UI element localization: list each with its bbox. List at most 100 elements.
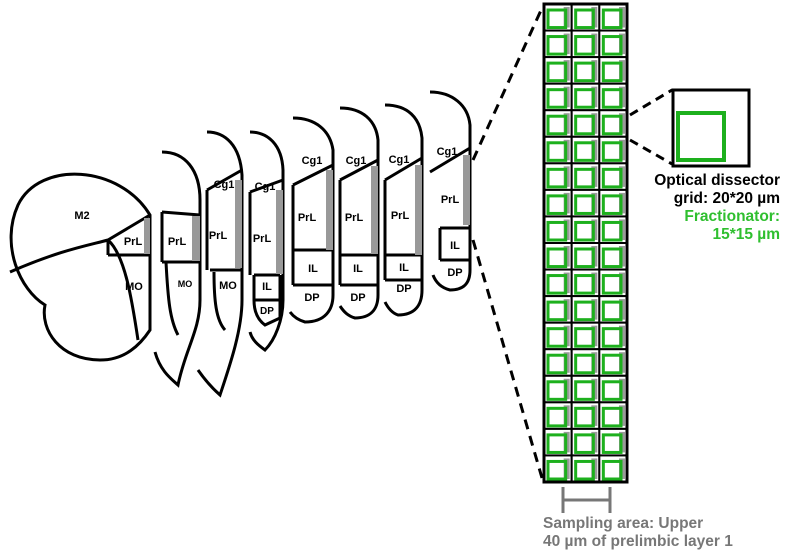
- fractionator-square: [574, 380, 595, 401]
- fractionator-line1: Fractionator:: [684, 208, 780, 225]
- region-label-mo: MO: [125, 281, 143, 293]
- region-label-il: IL: [353, 263, 363, 275]
- region-label-cg1: Cg1: [255, 181, 276, 193]
- fractionator-square: [601, 35, 623, 56]
- fractionator-square: [546, 406, 568, 428]
- zoom-line-inset-bottom: [629, 138, 673, 166]
- fractionator-square: [574, 8, 595, 30]
- region-label-cg1: Cg1: [302, 155, 323, 167]
- fractionator-square: [574, 194, 595, 215]
- fractionator-square: [601, 88, 623, 109]
- zoom-line-top: [471, 7, 544, 161]
- fractionator-square: [546, 220, 568, 242]
- region-label-prl: PrL: [253, 233, 272, 245]
- sampling-bracket: [561, 487, 612, 513]
- region-label-dp: DP: [447, 267, 462, 279]
- fractionator-square: [601, 220, 623, 242]
- fractionator-square: [546, 114, 568, 136]
- region-label-mo: MO: [219, 280, 237, 292]
- fractionator-square: [574, 141, 595, 162]
- optical-dissector-line1: Optical dissector: [654, 172, 780, 189]
- fractionator-square: [574, 327, 595, 348]
- region-label-il: IL: [450, 240, 460, 252]
- region-label-cg1: Cg1: [389, 154, 410, 166]
- optical-dissector-caption: Optical dissector grid: 20*20 µm Fractio…: [654, 172, 780, 244]
- fractionator-square: [574, 274, 595, 295]
- section-6: [338, 106, 380, 320]
- region-label-il: IL: [399, 262, 409, 274]
- sampling-area-line2: 40 µm of prelimbic layer 1: [543, 533, 733, 550]
- prl-highlight: [144, 218, 150, 254]
- optical-dissector-box: [671, 88, 751, 168]
- fractionator-square: [574, 459, 595, 481]
- fractionator-line2: 15*15 µm: [712, 226, 780, 243]
- region-label-prl: PrL: [168, 236, 187, 248]
- fractionator-square: [601, 247, 623, 269]
- fractionator-square: [601, 406, 623, 428]
- fractionator-square: [546, 141, 568, 162]
- fractionator-square: [546, 300, 568, 322]
- fractionator-square: [601, 8, 623, 30]
- prl-highlight: [371, 166, 378, 254]
- fractionator-square: [546, 35, 568, 56]
- fractionator-square: [601, 300, 623, 322]
- sampling-grid: [543, 3, 628, 484]
- zoom-line-bottom: [471, 239, 544, 479]
- region-label-dp: DP: [396, 283, 411, 295]
- region-label-dp: DP: [260, 306, 274, 317]
- sampling-area-line1: Sampling area: Upper: [543, 515, 704, 532]
- fractionator-square: [546, 327, 568, 348]
- section-2: [153, 150, 202, 388]
- region-label-dp: DP: [304, 292, 319, 304]
- fractionator-square: [546, 167, 568, 189]
- optical-dissector-line2: grid: 20*20 µm: [673, 190, 780, 207]
- fractionator-square: [601, 327, 623, 348]
- sampling-area-caption: Sampling area: Upper 40 µm of prelimbic …: [543, 515, 733, 551]
- region-label-mo: MO: [178, 279, 193, 289]
- prl-highlight: [326, 170, 333, 250]
- fractionator-square: [574, 406, 595, 428]
- fractionator-square: [546, 88, 568, 109]
- fractionator-box: [676, 111, 726, 162]
- fractionator-square: [546, 433, 568, 454]
- zoom-line-inset-top: [629, 88, 673, 117]
- region-label-cg1: Cg1: [437, 146, 458, 158]
- fractionator-square: [574, 220, 595, 242]
- prl-highlight: [192, 216, 200, 261]
- fractionator-square: [601, 141, 623, 162]
- fractionator-square: [601, 353, 623, 375]
- fractionator-square: [546, 61, 568, 83]
- fractionator-square: [546, 247, 568, 269]
- region-label-prl: PrL: [391, 210, 410, 222]
- fractionator-square: [574, 61, 595, 83]
- fractionator-square: [601, 61, 623, 83]
- region-label-prl: PrL: [298, 212, 317, 224]
- region-label-cg1: Cg1: [346, 155, 367, 167]
- region-label-prl: PrL: [124, 236, 143, 248]
- fractionator-square: [601, 274, 623, 295]
- region-label-prl: PrL: [441, 194, 460, 206]
- fractionator-square: [546, 380, 568, 401]
- region-label-il: IL: [262, 281, 272, 293]
- fractionator-square: [601, 167, 623, 189]
- prl-highlight: [415, 165, 422, 255]
- region-label-dp: DP: [350, 292, 365, 304]
- prl-highlight: [276, 190, 283, 274]
- region-label-prl: PrL: [345, 212, 364, 224]
- fractionator-square: [574, 433, 595, 454]
- section-7: [383, 103, 424, 317]
- fractionator-square: [601, 380, 623, 401]
- fractionator-square: [574, 300, 595, 322]
- fractionator-square: [546, 353, 568, 375]
- fractionator-square: [546, 274, 568, 295]
- fractionator-square: [574, 88, 595, 109]
- fractionator-square: [546, 194, 568, 215]
- fractionator-square: [601, 433, 623, 454]
- grid-frame: [542, 2, 629, 484]
- fractionator-square: [546, 459, 568, 481]
- prl-highlight: [235, 180, 242, 268]
- section-5: [288, 116, 335, 324]
- fractionator-square: [574, 114, 595, 136]
- fractionator-square: [601, 114, 623, 136]
- section-1: [9, 172, 152, 362]
